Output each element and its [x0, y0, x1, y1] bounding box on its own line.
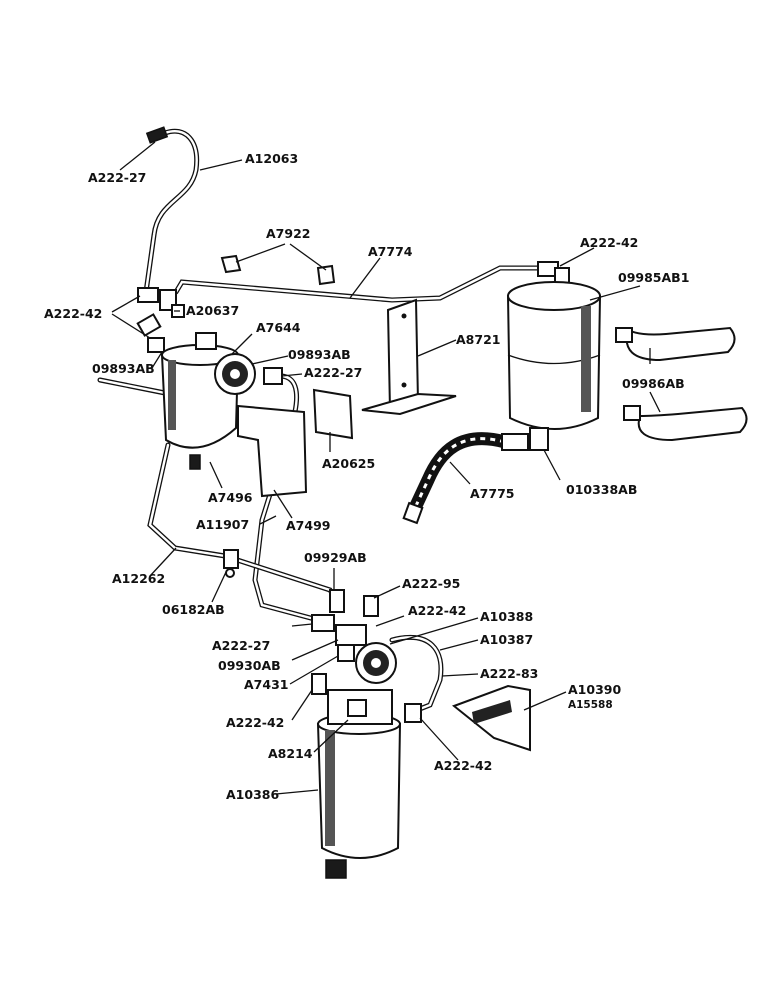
label-a11907: A11907	[196, 517, 249, 532]
clamps-09986ab	[615, 326, 748, 442]
label-a20625: A20625	[322, 456, 375, 471]
label-a20637: A20637	[186, 303, 239, 318]
fittings	[136, 126, 570, 723]
label-a10388: A10388	[480, 609, 533, 624]
label-a10387: A10387	[480, 632, 533, 647]
label-a7775: A7775	[470, 486, 514, 501]
brackets	[237, 298, 531, 752]
label-a7499: A7499	[286, 518, 330, 533]
label-09930ab: 09930AB	[218, 658, 281, 673]
label-09986ab: 09986AB	[622, 376, 685, 391]
label-a222-27-low: A222-27	[212, 638, 270, 653]
label-a7431: A7431	[244, 677, 288, 692]
label-a222-27-mid: A222-27	[304, 365, 362, 380]
label-a222-95: A222-95	[402, 576, 460, 591]
filter-a10386	[316, 689, 402, 879]
label-a12262: A12262	[112, 571, 165, 586]
gauge-a10388	[355, 642, 397, 684]
label-a222-42-top-right: A222-42	[580, 235, 638, 250]
label-09985ab1: 09985AB1	[618, 270, 689, 285]
label-a8214: A8214	[268, 746, 313, 761]
label-a222-42-low: A222-42	[226, 715, 284, 730]
tank-09985ab1	[506, 281, 602, 451]
label-09893ab-right: 09893AB	[288, 347, 351, 362]
leader-lines	[111, 141, 661, 795]
label-a10386: A10386	[226, 787, 279, 802]
filter-a7496	[160, 332, 240, 470]
label-a222-83: A222-83	[480, 666, 538, 681]
label-a7922: A7922	[266, 226, 310, 241]
label-a10390: A10390	[568, 682, 621, 697]
label-a12063: A12063	[245, 151, 298, 166]
gauge-a7644	[214, 353, 256, 395]
label-a7496: A7496	[208, 490, 253, 505]
labels: A12063 A222-27 A7922 A7774 A222-42 09985…	[44, 151, 689, 802]
label-a15588: A15588	[568, 699, 613, 711]
hose-a7775	[402, 432, 529, 525]
label-06182ab: 06182AB	[162, 602, 225, 617]
label-a222-42-bottom-right: A222-42	[434, 758, 492, 773]
label-a222-42-left: A222-42	[44, 306, 102, 321]
label-a8721: A8721	[456, 332, 500, 347]
label-a222-27-top: A222-27	[88, 170, 146, 185]
label-a7644: A7644	[256, 320, 301, 335]
label-09893ab-left: 09893AB	[92, 361, 155, 376]
label-09929ab: 09929AB	[304, 550, 367, 565]
label-010338ab: 010338AB	[566, 482, 637, 497]
label-a222-42-center: A222-42	[408, 603, 466, 618]
label-a7774: A7774	[368, 244, 413, 259]
